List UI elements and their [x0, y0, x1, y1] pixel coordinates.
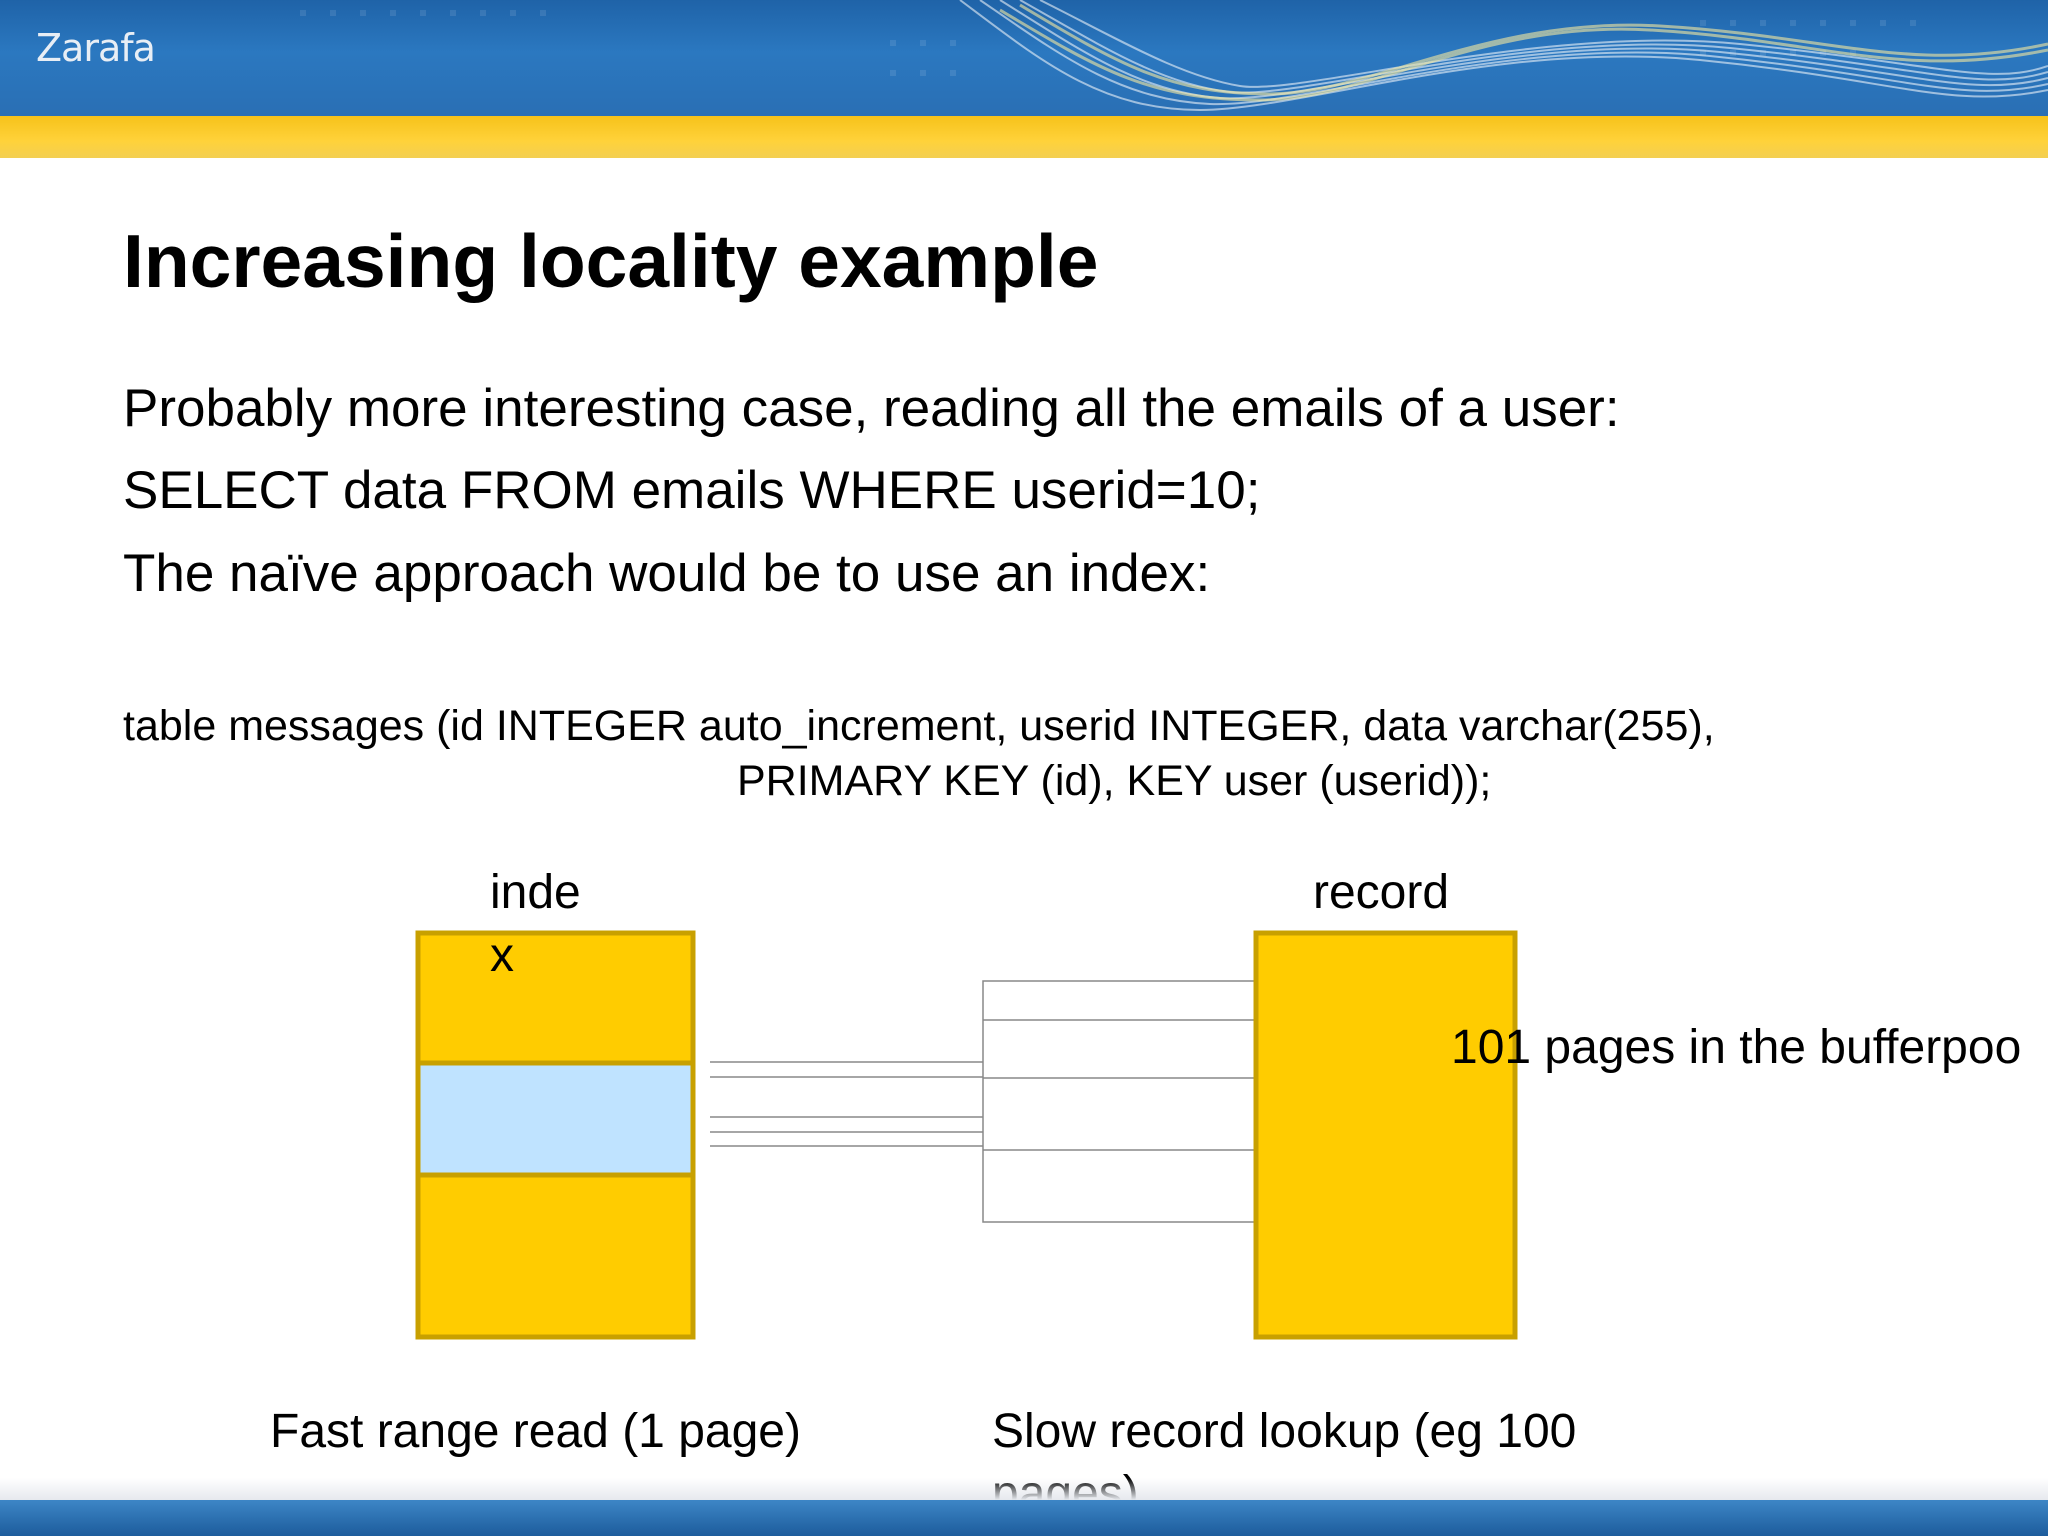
- footer-shadow: [0, 1478, 2048, 1500]
- index-label-part-2: x: [490, 929, 514, 982]
- index-box: [415, 930, 696, 1340]
- header-wave-graphic: [300, 0, 2048, 112]
- header-banner: Zarafa: [0, 0, 2048, 116]
- caption-slow-record-lookup-1: Slow record lookup (eg 100: [992, 1405, 1577, 1458]
- caption-fast-range-read: Fast range read (1 page): [270, 1405, 801, 1458]
- body-line-1: Probably more interesting case, reading …: [123, 379, 1620, 438]
- record-label: record: [1313, 866, 1450, 919]
- table-definition-line-1: table messages (id INTEGER auto_incremen…: [123, 702, 1715, 750]
- header-yellow-band: [0, 116, 2048, 158]
- sql-query-line: SELECT data FROM emails WHERE userid=10;: [123, 461, 1261, 520]
- index-box-highlight: [415, 1060, 696, 1178]
- index-box-top: [415, 930, 696, 1066]
- slide-title: Increasing locality example: [123, 219, 1099, 303]
- connector-lines: [710, 980, 1257, 1223]
- body-line-3: The naïve approach would be to use an in…: [123, 544, 1211, 603]
- footer-band: [0, 1500, 2048, 1536]
- record-box: [1253, 930, 1518, 1340]
- index-box-bottom: [415, 1172, 696, 1340]
- zarafa-logo: Zarafa: [36, 26, 156, 70]
- table-definition-line-2: PRIMARY KEY (id), KEY user (userid));: [737, 757, 1492, 805]
- bufferpool-note: 101 pages in the bufferpoo: [1451, 1021, 2022, 1074]
- index-label-part-1: inde: [490, 866, 581, 919]
